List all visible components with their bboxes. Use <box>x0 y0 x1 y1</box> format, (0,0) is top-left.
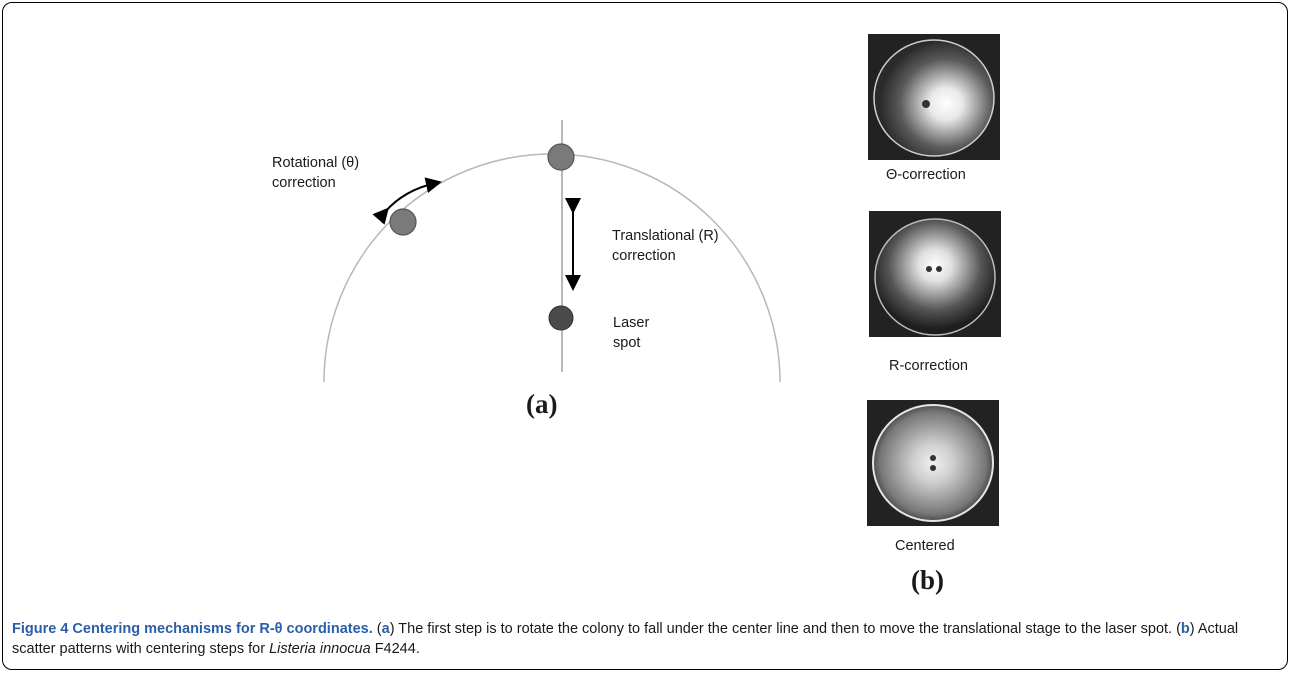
rotation-arrow <box>372 177 442 225</box>
laser-spot-label: Laser spot <box>613 315 650 351</box>
translational-label: Translational (R) correction <box>612 228 719 264</box>
panel-a-label: (a) <box>526 389 558 419</box>
centered-label: Centered <box>895 538 955 554</box>
colony-left <box>389 208 417 236</box>
theta-correction-label: Θ-correction <box>886 167 966 183</box>
rotational-label: Rotational (θ) correction <box>272 155 360 191</box>
scatter-image-r <box>869 211 1001 337</box>
rotation-arc <box>323 153 781 383</box>
centering-diagram <box>323 120 781 383</box>
figure-caption: Figure 4 Centering mechanisms for R-θ co… <box>12 621 1239 657</box>
caption-title: Figure 4 Centering mechanisms for R-θ co… <box>12 621 373 637</box>
scatter-image-centered <box>867 400 999 526</box>
panel-b-label: (b) <box>911 565 944 595</box>
scatter-image-theta <box>868 34 1000 160</box>
colony-top <box>547 143 575 171</box>
laser-spot-dot <box>548 305 574 331</box>
r-correction-label: R-correction <box>889 358 968 374</box>
